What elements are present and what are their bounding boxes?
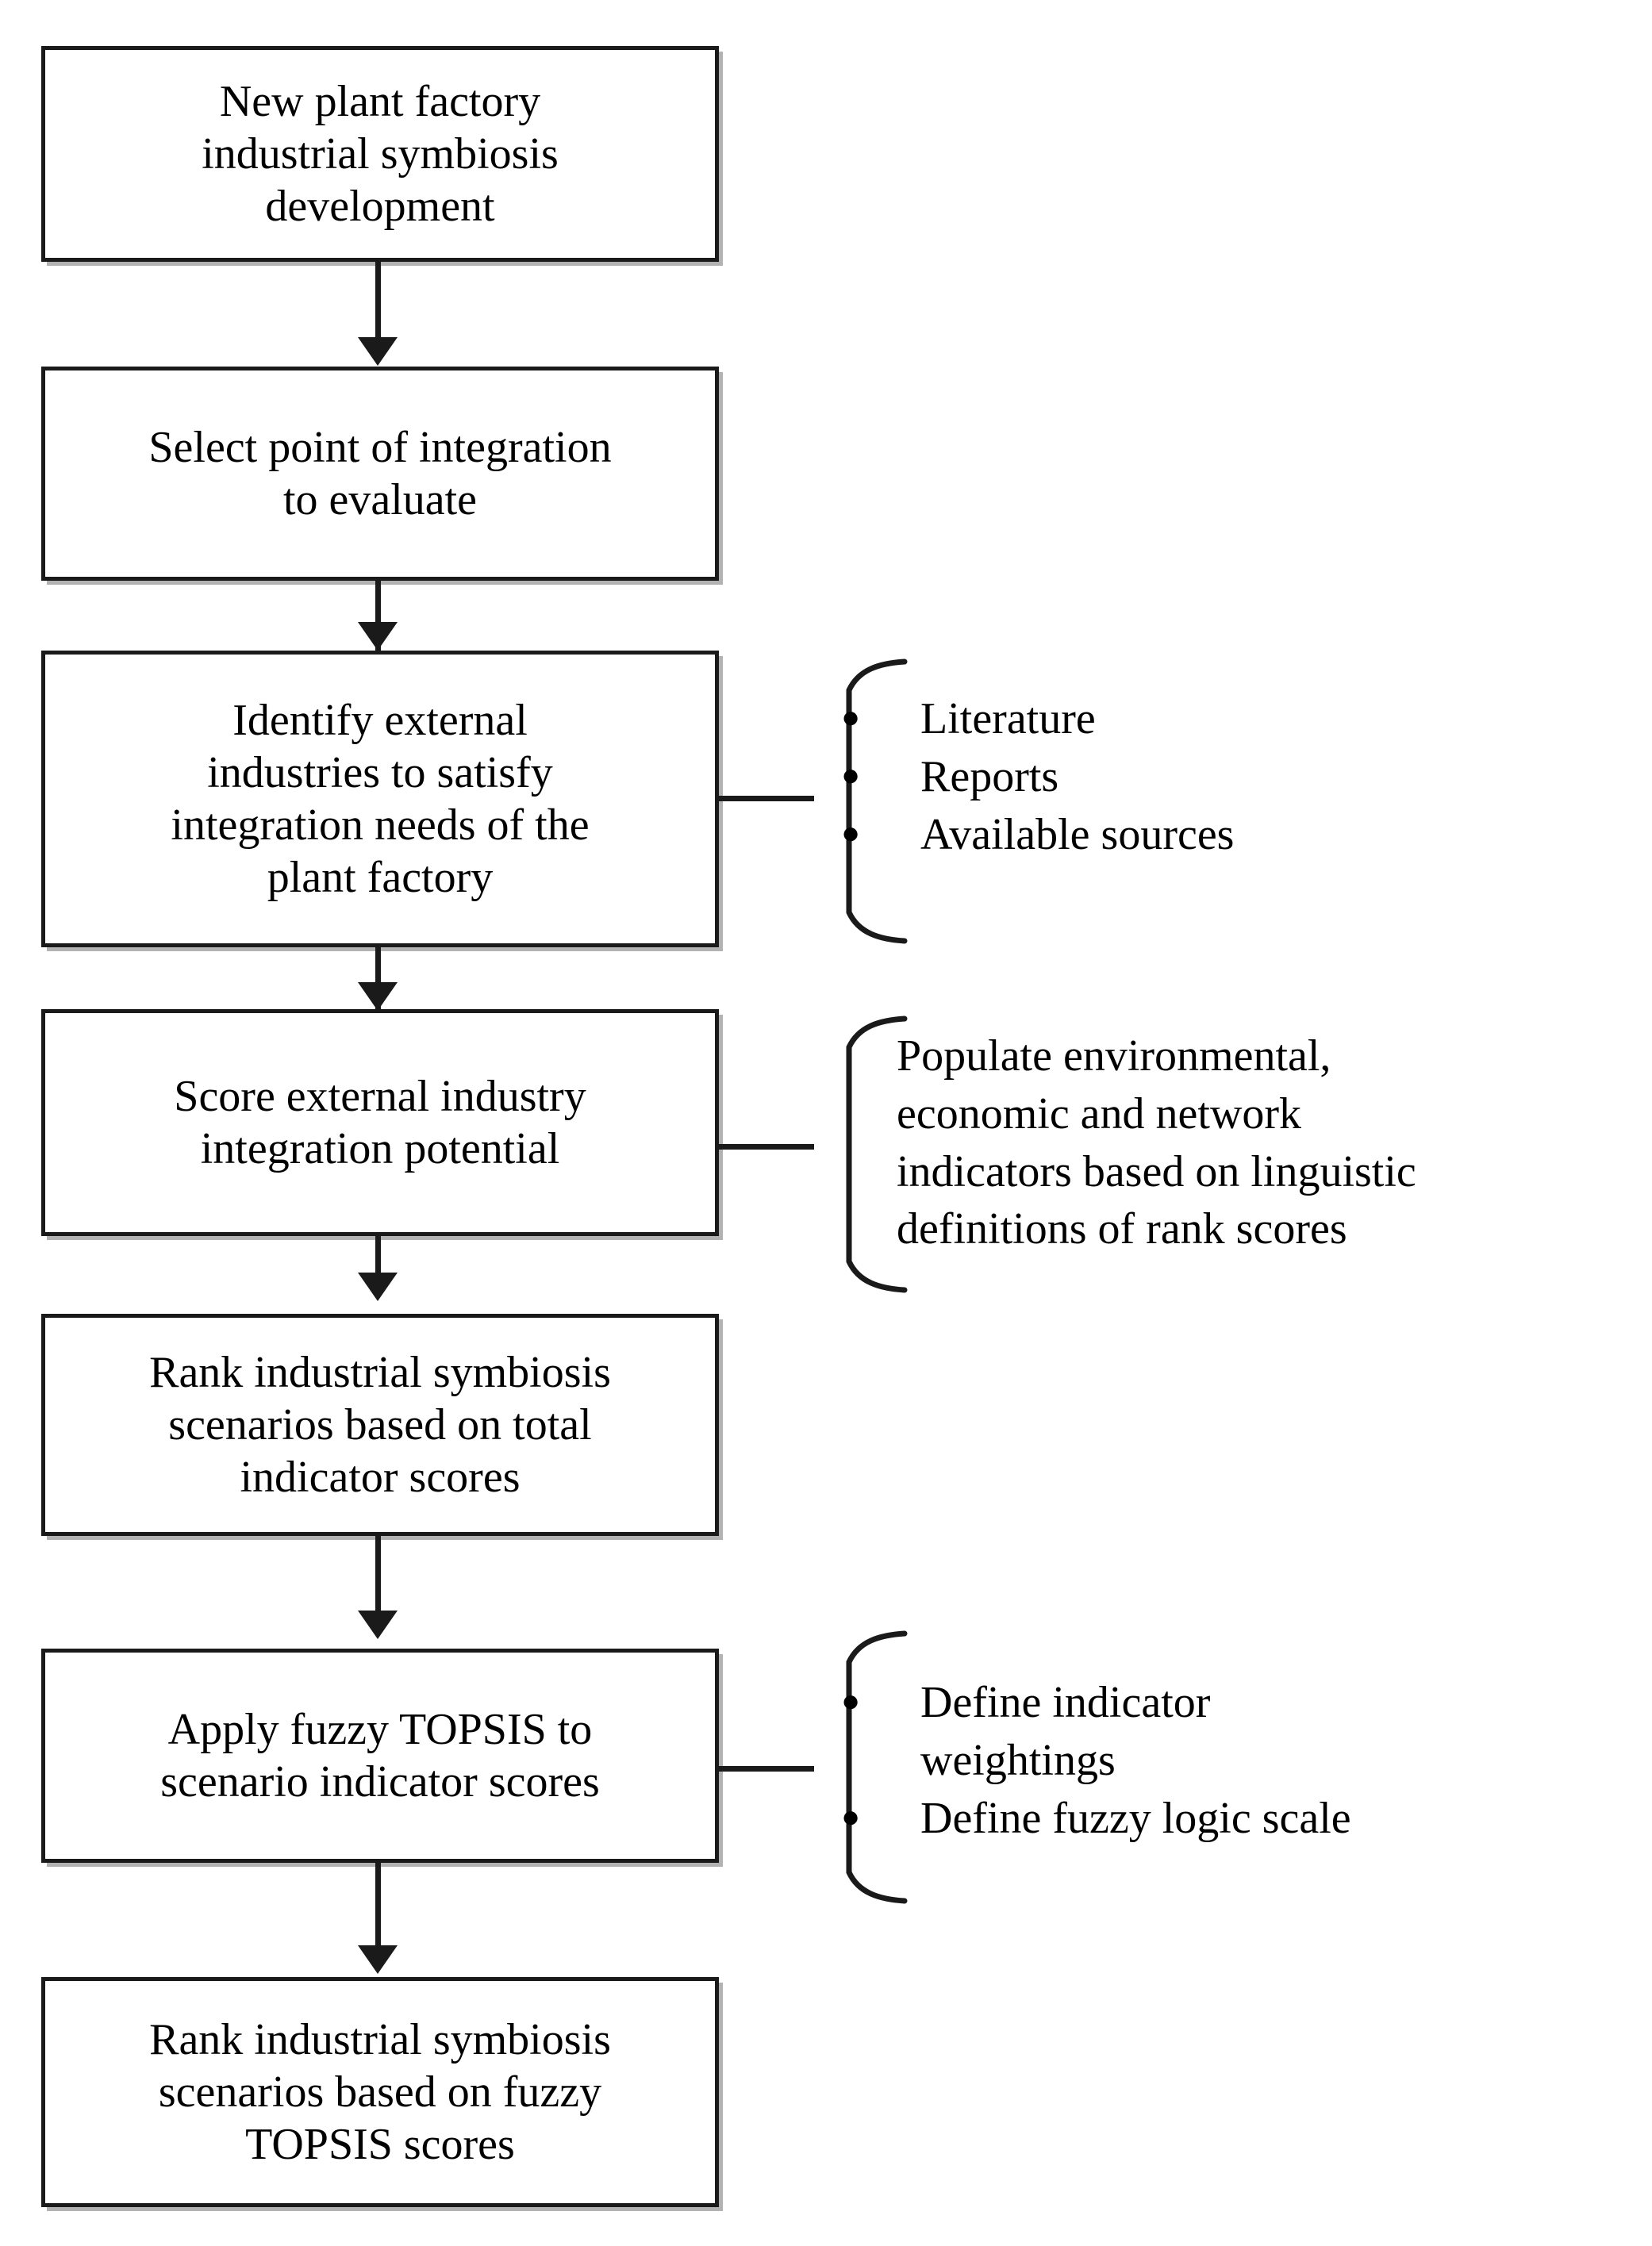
list-item: ● Define fuzzy logic scale <box>841 1790 1635 1848</box>
flow-node-score-external-industry: Score external industry integration pote… <box>41 1009 719 1236</box>
arrow-head-5-6 <box>358 1611 398 1639</box>
arrow-head-1-2 <box>358 337 398 366</box>
list-item: ● Available sources <box>841 806 1603 864</box>
bullet-label: Literature <box>920 694 1096 743</box>
curly-brace-sources <box>803 658 908 944</box>
flow-node-label: Identify external industries to satisfy … <box>171 695 590 903</box>
flow-node-apply-fuzzy-topsis: Apply fuzzy TOPSIS to scenario indicator… <box>41 1649 719 1863</box>
flow-node-label: New plant factory industrial symbiosis d… <box>202 76 559 232</box>
bullet-label: Available sources <box>920 809 1235 859</box>
arrow-line-6-7 <box>375 1863 381 1958</box>
bullet-dot-icon: ● <box>841 1798 861 1834</box>
list-item: ● Define indicator weightings <box>841 1674 1635 1790</box>
list-item: ● Literature <box>841 690 1603 748</box>
bullet-list-sources: ● Literature ● Reports ● Available sourc… <box>841 690 1603 863</box>
arrow-head-3-4 <box>358 982 398 1011</box>
bullet-dot-icon: ● <box>841 699 861 735</box>
flow-node-rank-total-indicator-scores: Rank industrial symbiosis scenarios base… <box>41 1314 719 1536</box>
list-item: ● Reports <box>841 748 1603 806</box>
annotation-indicators: Populate environmental, economic and net… <box>897 1027 1650 1258</box>
bullet-label: Define fuzzy logic scale <box>920 1793 1351 1843</box>
arrow-line-3-4 <box>375 947 381 1011</box>
arrow-line-4-5 <box>375 1236 381 1292</box>
annotation-text: Populate environmental, economic and net… <box>897 1031 1416 1254</box>
flow-node-label: Apply fuzzy TOPSIS to scenario indicator… <box>160 1704 600 1806</box>
bullet-list-fuzzy: ● Define indicator weightings ● Define f… <box>841 1674 1635 1847</box>
annotation-sources: ● Literature ● Reports ● Available sourc… <box>841 690 1603 863</box>
flow-node-label: Rank industrial symbiosis scenarios base… <box>149 1347 611 1503</box>
arrow-head-2-3 <box>358 622 398 651</box>
arrow-head-4-5 <box>358 1273 398 1301</box>
flow-node-new-plant-factory: New plant factory industrial symbiosis d… <box>41 46 719 262</box>
bullet-label: Reports <box>920 751 1059 801</box>
bullet-dot-icon: ● <box>841 756 861 793</box>
annotation-connector-fuzzy <box>719 1766 814 1772</box>
arrow-line-1-2 <box>375 262 381 349</box>
annotation-fuzzy: ● Define indicator weightings ● Define f… <box>841 1674 1635 1847</box>
annotation-connector-sources <box>719 796 814 801</box>
curly-brace-fuzzy <box>803 1630 908 1904</box>
bullet-label: Define indicator weightings <box>920 1678 1211 1785</box>
curly-brace-indicators <box>803 1015 908 1293</box>
arrow-head-6-7 <box>358 1945 398 1974</box>
flow-node-label: Select point of integration to evaluate <box>148 422 612 524</box>
flow-node-label: Rank industrial symbiosis scenarios base… <box>149 2014 611 2170</box>
flow-node-select-point-of-integration: Select point of integration to evaluate <box>41 367 719 581</box>
flow-node-label: Score external industry integration pote… <box>174 1071 586 1173</box>
bullet-dot-icon: ● <box>841 1683 861 1718</box>
arrow-line-2-3 <box>375 581 381 652</box>
bullet-dot-icon: ● <box>841 814 861 850</box>
annotation-connector-indicators <box>719 1144 814 1150</box>
flow-node-identify-external-industries: Identify external industries to satisfy … <box>41 651 719 947</box>
flow-node-rank-fuzzy-topsis-scores: Rank industrial symbiosis scenarios base… <box>41 1977 719 2207</box>
arrow-line-5-6 <box>375 1536 381 1623</box>
